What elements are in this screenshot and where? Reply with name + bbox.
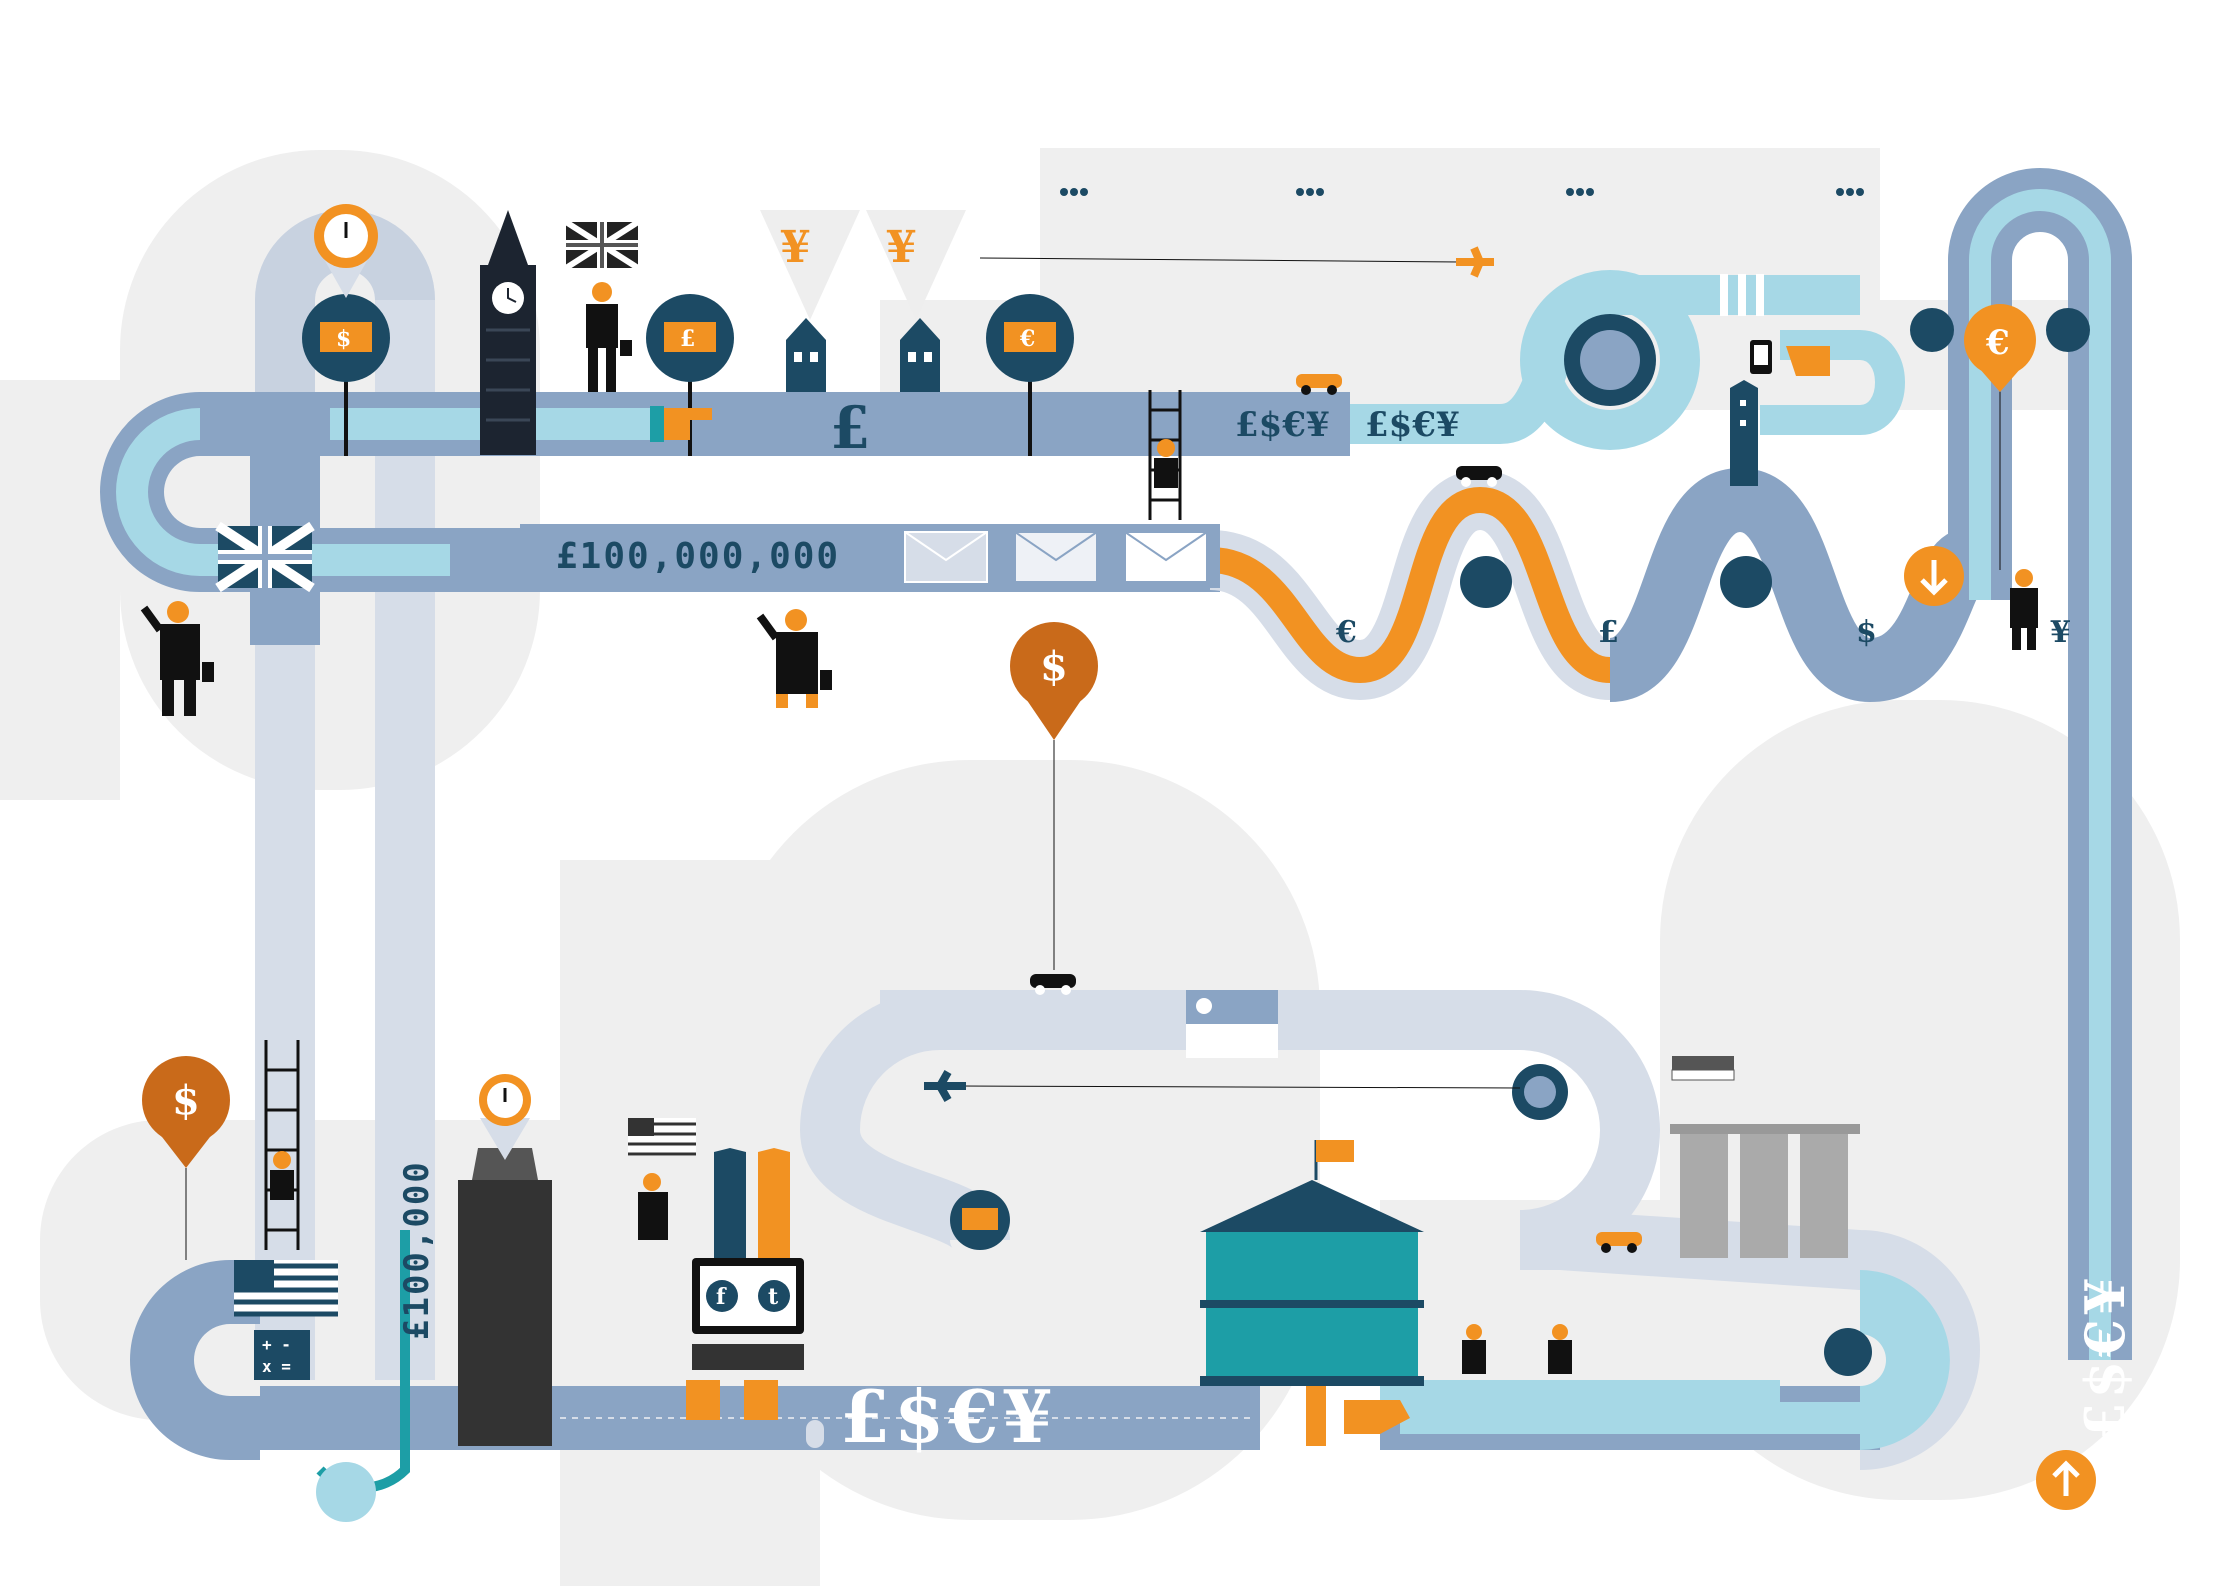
person-right [2010, 569, 2038, 650]
currency-strip-bottom: £$€¥ [840, 1374, 1056, 1459]
social-t-label: t [768, 1284, 779, 1310]
balloon-left: $ [142, 1056, 230, 1260]
airplane-top [979, 246, 1494, 278]
money-sign-1: $ [302, 294, 390, 456]
us-flag-person [628, 1118, 696, 1240]
people-bottom [1462, 1324, 1572, 1374]
houses-top [786, 318, 940, 392]
banner-amount-small: £100,000 [397, 1160, 437, 1340]
car-black-wave [1456, 466, 1502, 487]
pound-road-sign: £ [830, 394, 870, 462]
mouse-icon [806, 1420, 824, 1448]
money-sign-1-label: $ [336, 326, 351, 352]
currency-strip-top-b: £$€¥ [1365, 405, 1460, 445]
airplane-mid [924, 1070, 1521, 1102]
balloon-middle-label: $ [1040, 643, 1068, 690]
balloon-middle: $ [1010, 622, 1098, 970]
ladder-bottom [264, 1040, 300, 1250]
hand-icon-bottom [1306, 1386, 1410, 1446]
phone-hand-icon [1750, 340, 1830, 376]
arrow-down-circle [1904, 546, 1964, 606]
us-flag-road [234, 1260, 338, 1317]
banner-large-bg [520, 524, 1220, 588]
uk-flag-road [215, 521, 315, 593]
svg-text:+ -: + - [262, 1335, 291, 1354]
svg-text:x =: x = [262, 1357, 291, 1376]
car-orange-top [1296, 374, 1342, 395]
ladder-person-top [1154, 439, 1178, 488]
currency-strip-top-a: £$€¥ [1235, 405, 1330, 445]
person-left [140, 601, 214, 716]
money-sign-2-label: £ [680, 326, 695, 352]
calculator-icon: + - x = [254, 1330, 310, 1380]
money-sign-2: £ [646, 294, 734, 456]
balloon-right: € [1964, 304, 2036, 570]
balloon-right-label: € [1985, 323, 2010, 363]
bank-building [1200, 1140, 1424, 1386]
money-sign-3: € [986, 294, 1074, 456]
car-orange-bottom [1596, 1232, 1642, 1253]
uk-flag-person [564, 219, 640, 392]
singapore-flag-mid [1186, 990, 1278, 1058]
yen-spotlights: ¥ ¥ [760, 210, 966, 320]
computer-monitor: f t [692, 1258, 804, 1370]
svg-text:¥: ¥ [886, 222, 917, 273]
clock-pin-top [314, 204, 378, 298]
atm-card-icon [950, 1190, 1010, 1250]
banner-amount-large: £100,000,000 [556, 536, 840, 577]
clock-pin-bottom [479, 1074, 531, 1160]
big-ben-tower [480, 210, 536, 455]
currency-column-right: £$€¥ [2073, 1274, 2137, 1440]
singapore-building [1670, 1056, 1860, 1258]
svg-text:¥: ¥ [780, 222, 811, 273]
wave-road [1207, 168, 2132, 1360]
globe-icons [316, 308, 2090, 1522]
person-middle [756, 609, 832, 708]
ladder-top [1148, 390, 1182, 520]
ladder-person-bottom [270, 1151, 294, 1200]
ghost-dots [1060, 188, 1864, 196]
social-f-label: f [716, 1284, 727, 1310]
balloon-left-label: $ [172, 1077, 200, 1124]
bottom-road [130, 1230, 1950, 1493]
skyscraper-bottom [458, 1140, 552, 1446]
wave-dollar: $ [1856, 615, 1877, 650]
twin-towers [714, 1148, 790, 1260]
envelope-icons [904, 531, 1208, 583]
car-black-mid [1030, 974, 1076, 995]
wave-euro: € [1335, 615, 1357, 650]
wave-pound: £ [1598, 615, 1619, 650]
arrow-up-circle [2036, 1450, 2096, 1510]
tower-blue [1730, 380, 1758, 486]
money-sign-3-label: € [1019, 326, 1035, 352]
hand-icon-top [650, 406, 712, 442]
wave-yen: ¥ [2050, 615, 2071, 650]
upper-right-loop [1350, 270, 1905, 450]
typing-hands [686, 1380, 778, 1420]
